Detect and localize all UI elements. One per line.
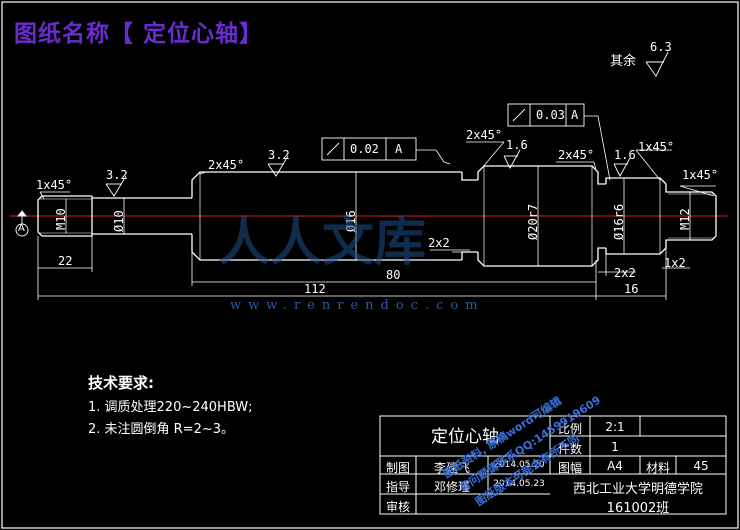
qty-value: 1 [611, 440, 619, 454]
tolerance-datum-2: A [571, 108, 579, 122]
groove-2x2: 2x2 [428, 236, 450, 250]
material-label: 材料 [645, 461, 670, 475]
dim-80: 80 [386, 268, 401, 282]
length-dims [37, 234, 690, 300]
part-name: 定位心轴 [431, 427, 499, 447]
watermark-logo: 人人文库 [218, 212, 427, 273]
diameter-m10: M10 [54, 208, 68, 230]
chamfer-label-4: 2x45° [558, 148, 595, 162]
dim-22: 22 [58, 254, 73, 268]
tolerance-datum-1: A [395, 142, 403, 156]
diameter-20r7: Ø20r7 [526, 203, 540, 240]
drawn-name: 李建飞 [433, 461, 470, 475]
dim-112: 112 [304, 282, 326, 296]
tolerance-value-2: 0.03 [536, 108, 565, 122]
class-name: 161002班 [606, 501, 670, 516]
diameter-m12: M12 [678, 208, 692, 230]
diameter-16r6: Ø16r6 [612, 203, 626, 240]
datum-label: A [18, 223, 25, 234]
guide-date: 2014.05.23 [493, 479, 545, 489]
diameter-10: Ø10 [112, 210, 126, 232]
scale-value: 2:1 [605, 420, 625, 434]
drawing-title: 图纸名称【 定位心轴】 [14, 20, 264, 47]
roughness-value-1: 3.2 [106, 168, 128, 182]
tech-item-1: 1. 调质处理220~240HBW; [88, 400, 253, 415]
tolerance-value-1: 0.02 [350, 142, 379, 156]
drawn-date: 2014.05.20 [493, 460, 545, 470]
groove-2x2b: 2x2 [614, 266, 636, 280]
tolerance-frames [321, 103, 585, 161]
dim-16: 16 [624, 282, 639, 296]
roughness-value-4: 1.6 [614, 148, 636, 162]
diameter-dim-lines [65, 166, 691, 266]
school-name: 西北工业大学明德学院 [572, 482, 703, 497]
material-value: 45 [693, 459, 709, 473]
title-block-lines [379, 415, 727, 515]
chamfer-label-2: 2x45° [208, 158, 245, 172]
rest-finish-label: 其余 [610, 54, 637, 69]
shaft-outline [37, 165, 717, 267]
review-label: 审核 [385, 500, 410, 514]
sheet-label: 图幅 [557, 461, 582, 475]
roughness-value-3: 1.6 [506, 138, 528, 152]
watermark-site: www.renrendoc.com [230, 298, 485, 313]
roughness-symbols [105, 51, 669, 197]
tech-item-2: 2. 未注圆倒角 R=2~3。 [88, 422, 235, 437]
qty-label: 件数 [557, 442, 582, 456]
drawn-label: 制图 [385, 461, 410, 475]
groove-1x2: 1x2 [664, 256, 686, 270]
scale-label: 比例 [557, 422, 582, 436]
chamfer-label-6: 1x45° [682, 168, 719, 182]
chamfer-label-1: 1x45° [36, 178, 73, 192]
datum-symbol [15, 210, 29, 237]
chamfer-label-3: 2x45° [466, 128, 503, 142]
guide-name: 邓修瑾 [433, 480, 470, 494]
roughness-value-2: 3.2 [268, 148, 290, 162]
chamfer-label-5: 1x45° [638, 140, 675, 154]
tech-heading: 技术要求: [88, 374, 154, 392]
leaders [39, 115, 716, 200]
rest-finish-value: 6.3 [650, 40, 672, 54]
guide-label: 指导 [385, 480, 410, 494]
sheet-value: A4 [607, 459, 623, 473]
